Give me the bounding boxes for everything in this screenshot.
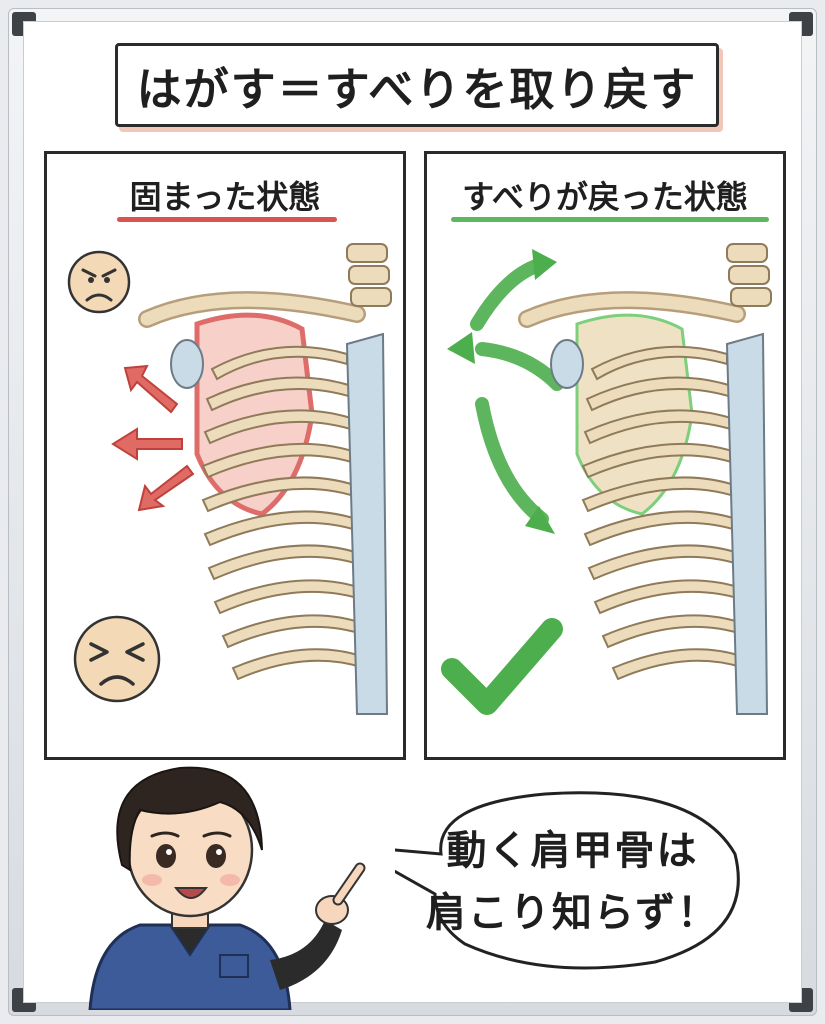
angry-face-icon bbox=[67, 250, 131, 314]
frustrated-face-icon bbox=[73, 615, 161, 703]
spine bbox=[726, 243, 772, 307]
panel-sliding-heading: すべりが戻った状態 bbox=[462, 178, 748, 216]
title-box: はがす＝すべりを取り戻す bbox=[115, 43, 719, 127]
heading-underline-red bbox=[117, 217, 337, 222]
check-mark-icon bbox=[441, 618, 563, 715]
spine bbox=[346, 243, 392, 307]
speech-line-2: 肩こり知らず！ bbox=[425, 890, 720, 936]
outward-arrow-icon bbox=[111, 364, 195, 512]
panel-stuck: 固まった状態 bbox=[44, 151, 406, 760]
speech-line-1: 動く肩甲骨は bbox=[446, 828, 699, 874]
speech-bubble: 動く肩甲骨は 肩こり知らず！ bbox=[395, 784, 750, 972]
circular-arrow-icon bbox=[470, 257, 564, 526]
doctor-character bbox=[88, 766, 366, 1010]
page-title: はがす＝すべりを取り戻す bbox=[136, 62, 698, 116]
pointing-hand-icon bbox=[315, 862, 366, 925]
costal-cartilage bbox=[345, 332, 389, 715]
rib-cage bbox=[581, 345, 748, 681]
costal-cartilage bbox=[725, 332, 769, 715]
panel-stuck-heading: 固まった状態 bbox=[129, 178, 321, 216]
arrowheads bbox=[447, 249, 557, 534]
heading-underline-green bbox=[451, 217, 769, 222]
panel-sliding: すべりが戻った状態 bbox=[424, 151, 786, 760]
